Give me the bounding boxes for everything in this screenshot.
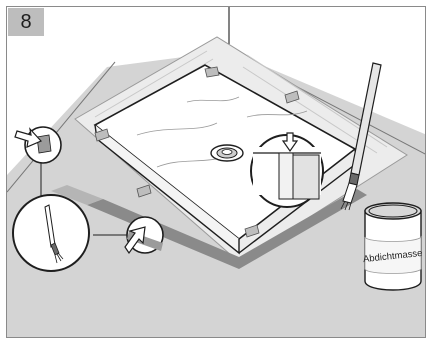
tray-front-edge xyxy=(94,124,240,255)
step-number: 8 xyxy=(20,11,32,33)
corner-callout-tape xyxy=(36,134,52,154)
film-wrinkles xyxy=(136,96,308,168)
detail-magnifier-icon xyxy=(250,132,324,208)
brush-icon xyxy=(44,204,64,264)
illustration-frame: Abdichtmasse 8 xyxy=(6,6,426,338)
step-number-badge: 8 xyxy=(8,8,44,36)
drain-icon xyxy=(210,144,244,162)
tape-tab xyxy=(136,184,152,198)
tape-tab xyxy=(284,90,300,104)
callout-arrow-icon xyxy=(124,226,146,255)
tape-tab xyxy=(204,66,220,78)
sealant-front-band xyxy=(87,189,367,269)
tape-tab xyxy=(94,128,110,142)
tape-tab xyxy=(244,224,260,238)
wall-corner-line xyxy=(7,61,116,193)
sealant-front-band-light xyxy=(51,185,103,205)
tape-tabs xyxy=(94,66,300,238)
callout-arrow-icon xyxy=(14,127,43,148)
brush-icon xyxy=(340,62,382,211)
sealant-can-icon: Abdichtmasse xyxy=(362,202,423,291)
brush-detail-circle xyxy=(12,194,90,272)
installation-illustration: Abdichtmasse xyxy=(7,7,425,337)
